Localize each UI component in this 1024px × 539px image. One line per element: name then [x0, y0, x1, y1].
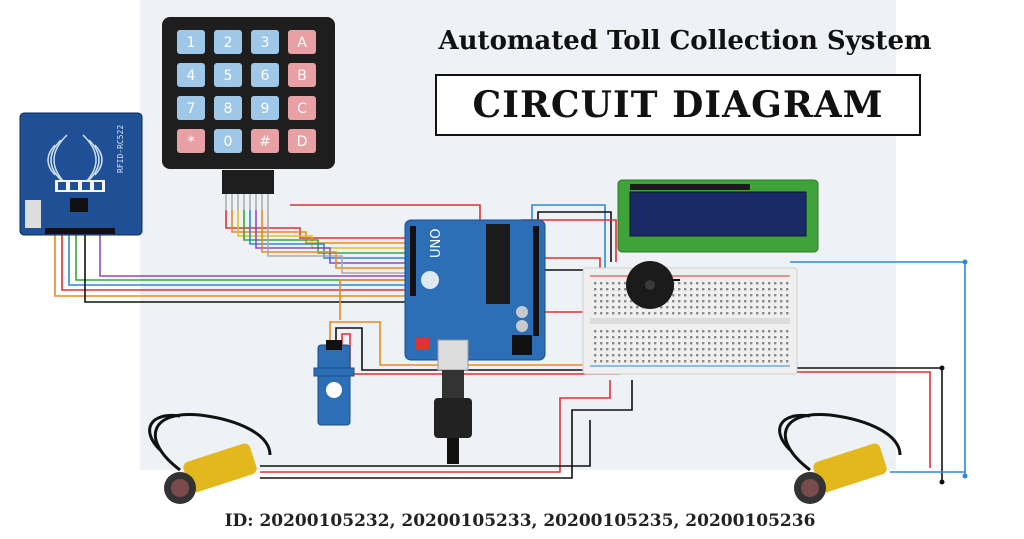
keypad-key [177, 129, 205, 153]
keypad-key [177, 30, 205, 54]
keypad-key [288, 30, 316, 54]
keypad-key-label: A [297, 35, 307, 51]
junction-dots [939, 259, 968, 485]
wire-rfid-3 [68, 232, 410, 286]
usb-cable [434, 339, 472, 464]
keypad-keys: 1 2 3 A 4 5 6 B 7 8 9 C * 0 # D [177, 30, 316, 153]
wire-keypad-7 [261, 210, 410, 269]
wire-keypad-2 [231, 210, 410, 244]
keypad-key [214, 63, 242, 87]
wire-right-red [790, 371, 931, 468]
servo-motor [313, 340, 355, 426]
wire-servo-4 [339, 279, 410, 320]
wire-rfid-1 [54, 232, 410, 297]
wire-rfid-5 [84, 232, 410, 303]
keypad-key [288, 63, 316, 87]
keypad-key [251, 96, 279, 120]
wire-keypad-6 [255, 210, 410, 264]
breadboard [582, 267, 798, 375]
keypad-key [214, 96, 242, 120]
keypad-key-label: 1 [187, 35, 196, 51]
keypad-key [177, 63, 205, 87]
wire-keypad-1 [225, 210, 410, 239]
keypad-key-label: 3 [261, 35, 270, 51]
wire-lcd-1 [531, 204, 606, 270]
keypad-key [251, 129, 279, 153]
arduino-label: UNO [429, 229, 444, 258]
diagram-subtitle: CIRCUIT DIAGRAM [435, 74, 921, 136]
wire-right-blue [790, 261, 966, 476]
diagram-title: Automated Toll Collection System [438, 26, 932, 56]
keypad-key-label: * [188, 134, 195, 150]
keypad-key-label: # [259, 134, 271, 150]
keypad-key-label: 4 [187, 68, 196, 84]
keypad-key-label: 6 [261, 68, 270, 84]
keypad-key [288, 129, 316, 153]
student-ids: ID: 20200105232, 20200105233, 2020010523… [224, 511, 816, 531]
rfid-reader: RFID-RC522 [19, 112, 143, 236]
rfid-label: RFID-RC522 [116, 125, 125, 173]
keypad-key [214, 129, 242, 153]
keypad-key-label: 0 [224, 134, 233, 150]
wire-sensor-left-2 [260, 380, 633, 479]
keypad-key-label: 2 [224, 35, 233, 51]
keypad-key-label: 7 [187, 101, 196, 117]
wire-keypad-8 [267, 210, 410, 274]
keypad-key [177, 96, 205, 120]
keypad-key-label: 9 [261, 101, 270, 117]
wire-sensor-left-3 [260, 420, 591, 467]
keypad-key-label: 8 [224, 101, 233, 117]
lcd-display [617, 179, 819, 253]
wire-keypad-5 [249, 210, 410, 259]
wire-rfid-6 [99, 232, 410, 277]
keypad-key [251, 63, 279, 87]
wire-bb-red [540, 257, 601, 272]
keypad-key-label: D [297, 134, 308, 150]
buzzer [626, 261, 680, 309]
wire-rfid-4 [75, 232, 410, 281]
keypad-key-label: C [297, 101, 307, 117]
keypad-key [251, 30, 279, 54]
wire-rfid-2 [61, 232, 410, 291]
keypad-key-label: 5 [224, 68, 233, 84]
ir-sensor-right [778, 412, 902, 504]
arduino-uno: UNO [404, 219, 546, 361]
keypad-key [288, 96, 316, 120]
ir-sensor-left [148, 412, 272, 504]
keypad-key-label: B [297, 68, 307, 84]
wire-servo-3 [341, 333, 620, 375]
wire-keypad-top [290, 204, 481, 225]
wire-keypad-3 [237, 210, 410, 249]
wires [54, 204, 966, 482]
keypad-key [214, 30, 242, 54]
keypad: 1 2 3 A 4 5 6 B 7 8 9 C * 0 # D [162, 17, 335, 210]
wire-keypad-4 [243, 210, 410, 254]
wire-sensor-left-1 [260, 380, 611, 473]
